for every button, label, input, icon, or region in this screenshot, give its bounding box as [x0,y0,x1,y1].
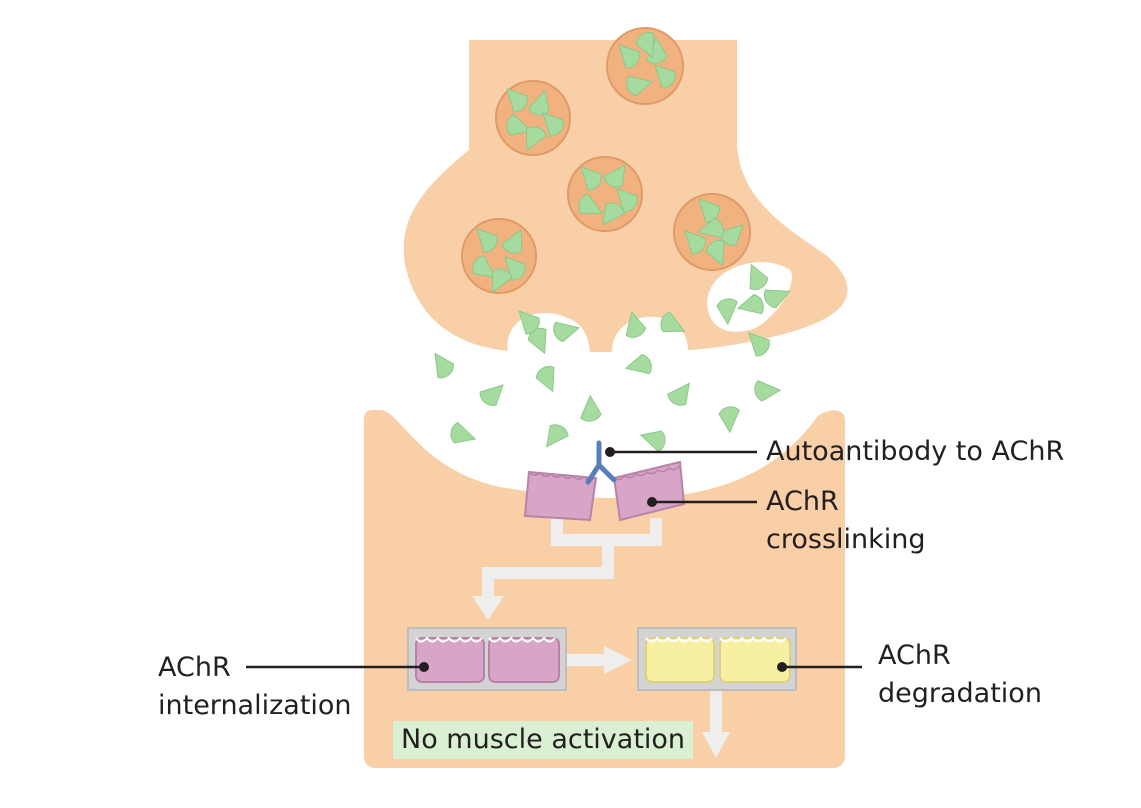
synaptic-vesicle [461,218,537,294]
synaptic-vesicle [606,27,684,105]
autoantibody-icon [585,440,617,485]
leader-dots [419,447,787,672]
synaptic-vesicle [673,193,751,271]
internalization-label-line2: internalization [158,690,352,721]
degradation-label-line2: degradation [878,678,1042,709]
achr-receptor [523,470,598,522]
leader-lines [246,450,862,669]
degradation-label-line1: AChR [878,640,951,671]
achr-receptor [612,460,686,522]
flow-arrows [482,518,722,735]
synaptic-vesicle [567,156,643,232]
outcome-label: No muscle activation [393,721,694,759]
arrow-heads [472,596,730,758]
degraded-receptors [637,627,797,691]
internalization-label-line1: AChR [158,652,231,683]
crosslinking-label-line1: AChR [766,486,839,517]
crosslinking-label-line2: crosslinking [766,524,926,555]
autoantibody-label: Autoantibody to AChR [766,436,1065,467]
internalized-receptors [407,627,567,691]
synaptic-vesicle [495,80,571,156]
